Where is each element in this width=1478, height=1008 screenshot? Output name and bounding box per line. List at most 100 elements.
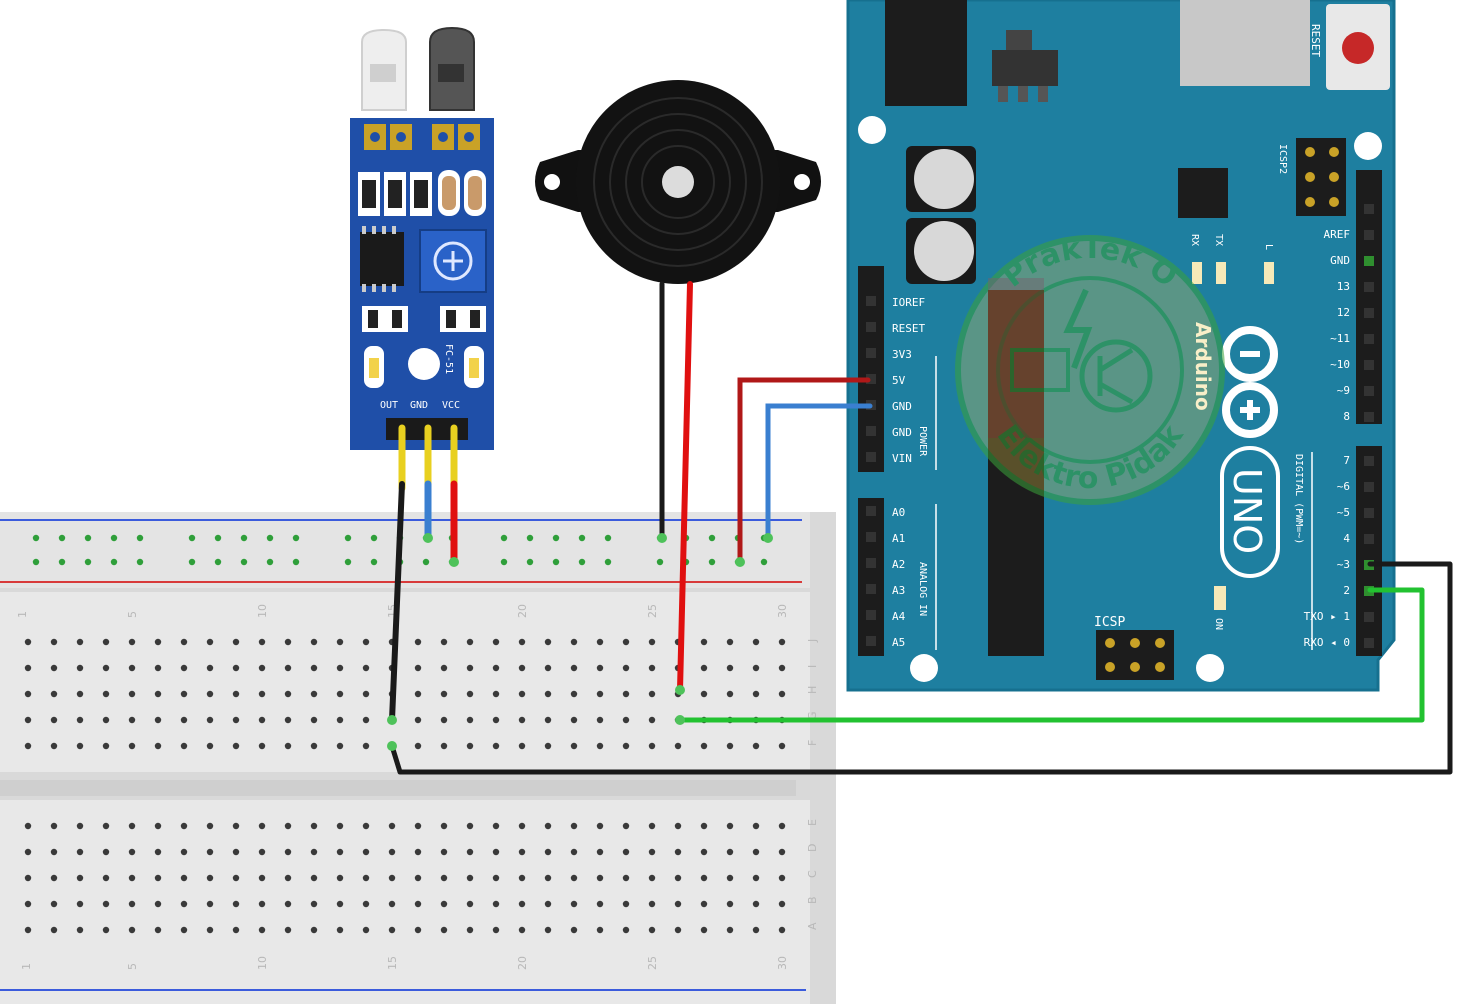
breadboard-hole (336, 638, 344, 646)
breadboard-hole (466, 716, 474, 724)
col-num: 5 (126, 611, 139, 618)
breadboard-hole (128, 742, 136, 750)
row-letter: A (806, 922, 819, 930)
breadboard-hole (700, 742, 708, 750)
breadboard-hole (284, 716, 292, 724)
wire-pin3-to-sensor-out (389, 561, 1453, 775)
breadboard-hole (180, 716, 188, 724)
digital-pin-labels-bottom: 7 ~6 ~5 4 ~3 2 TXO ▸ 1 RXO ◂ 0 DIGITAL (… (1293, 452, 1350, 650)
breadboard-hole (188, 534, 196, 542)
breadboard-hole (232, 638, 240, 646)
breadboard-hole (552, 558, 560, 566)
breadboard-hole (648, 926, 656, 934)
digital-side-label: DIGITAL (PWM=~) (1293, 454, 1304, 544)
reset-button-cap[interactable] (1342, 32, 1374, 64)
breadboard-hole (206, 690, 214, 698)
breadboard-hole (76, 822, 84, 830)
pin-label-ioref: IOREF (892, 296, 925, 309)
breadboard-hole (700, 926, 708, 934)
breadboard-hole (518, 926, 526, 934)
pin-label-9: ~9 (1337, 384, 1350, 397)
lightning-icon (1063, 288, 1093, 370)
breadboard-hole (604, 558, 612, 566)
breadboard-hole (414, 848, 422, 856)
breadboard-hole (708, 534, 716, 542)
breadboard-hole (76, 900, 84, 908)
breadboard-hole (84, 534, 92, 542)
breadboard-hole (726, 742, 734, 750)
breadboard-hole (232, 874, 240, 882)
pin-label-a3: A3 (892, 584, 905, 597)
breadboard-hole (50, 638, 58, 646)
breadboard-hole (596, 664, 604, 672)
breadboard-hole (648, 664, 656, 672)
col-num: 1 (20, 963, 33, 970)
breadboard-hole (648, 716, 656, 724)
breadboard-hole (284, 638, 292, 646)
col-num: 10 (256, 956, 269, 970)
breadboard-hole (284, 742, 292, 750)
breadboard-hole (656, 558, 664, 566)
piezo-buzzer (535, 80, 821, 284)
breadboard-hole (76, 874, 84, 882)
breadboard-hole (414, 926, 422, 934)
breadboard-hole (466, 690, 474, 698)
breadboard-hole (414, 716, 422, 724)
usb-connector (1180, 0, 1310, 86)
breadboard-hole (258, 664, 266, 672)
breadboard-hole (206, 848, 214, 856)
breadboard-hole (414, 900, 422, 908)
breadboard-hole (570, 742, 578, 750)
breadboard-hole (578, 558, 586, 566)
breadboard-hole (674, 926, 682, 934)
wire-endpoint (387, 715, 397, 725)
breadboard-hole (570, 926, 578, 934)
breadboard-hole (128, 638, 136, 646)
breadboard-hole (128, 926, 136, 934)
breadboard-hole (24, 822, 32, 830)
column-numbers-bottom: 1 5 10 15 20 25 30 (20, 956, 789, 970)
breadboard-hole (206, 874, 214, 882)
pin-label-a0: A0 (892, 506, 905, 519)
breadboard-hole (50, 926, 58, 934)
breadboard-hole (76, 690, 84, 698)
breadboard-hole (700, 848, 708, 856)
breadboard-hole (440, 874, 448, 882)
breadboard-hole (128, 848, 136, 856)
breadboard-hole (622, 664, 630, 672)
row-letter: E (806, 819, 819, 826)
pin-label-13: 13 (1337, 280, 1350, 293)
breadboard-hole (206, 900, 214, 908)
breadboard-hole (232, 690, 240, 698)
breadboard-hole (596, 638, 604, 646)
breadboard-hole (700, 822, 708, 830)
pin-label-vin: VIN (892, 452, 912, 465)
wire-endpoint (763, 533, 773, 543)
breadboard-hole (622, 848, 630, 856)
breadboard-hole (760, 558, 768, 566)
breadboard-hole (440, 822, 448, 830)
breadboard-hole (726, 690, 734, 698)
wire-gnd-to-rail (765, 403, 873, 541)
breadboard-hole (752, 822, 760, 830)
breadboard-hole (752, 900, 760, 908)
breadboard-hole (128, 716, 136, 724)
breadboard-hole (440, 690, 448, 698)
breadboard-hole (136, 534, 144, 542)
breadboard-hole (284, 664, 292, 672)
breadboard-hole (570, 664, 578, 672)
potentiometer[interactable] (419, 229, 487, 293)
wire-endpoint (657, 533, 667, 543)
power-header (858, 266, 884, 472)
col-num: 15 (386, 956, 399, 970)
breadboard-hole (240, 534, 248, 542)
breadboard-hole (180, 822, 188, 830)
breadboard-hole (232, 900, 240, 908)
breadboard-hole (310, 848, 318, 856)
pin-label-a5: A5 (892, 636, 905, 649)
usb-chip (1178, 168, 1228, 218)
voltage-regulator (992, 50, 1058, 86)
breadboard-hole (310, 716, 318, 724)
rx-led (1192, 262, 1202, 284)
breadboard-hole (622, 900, 630, 908)
